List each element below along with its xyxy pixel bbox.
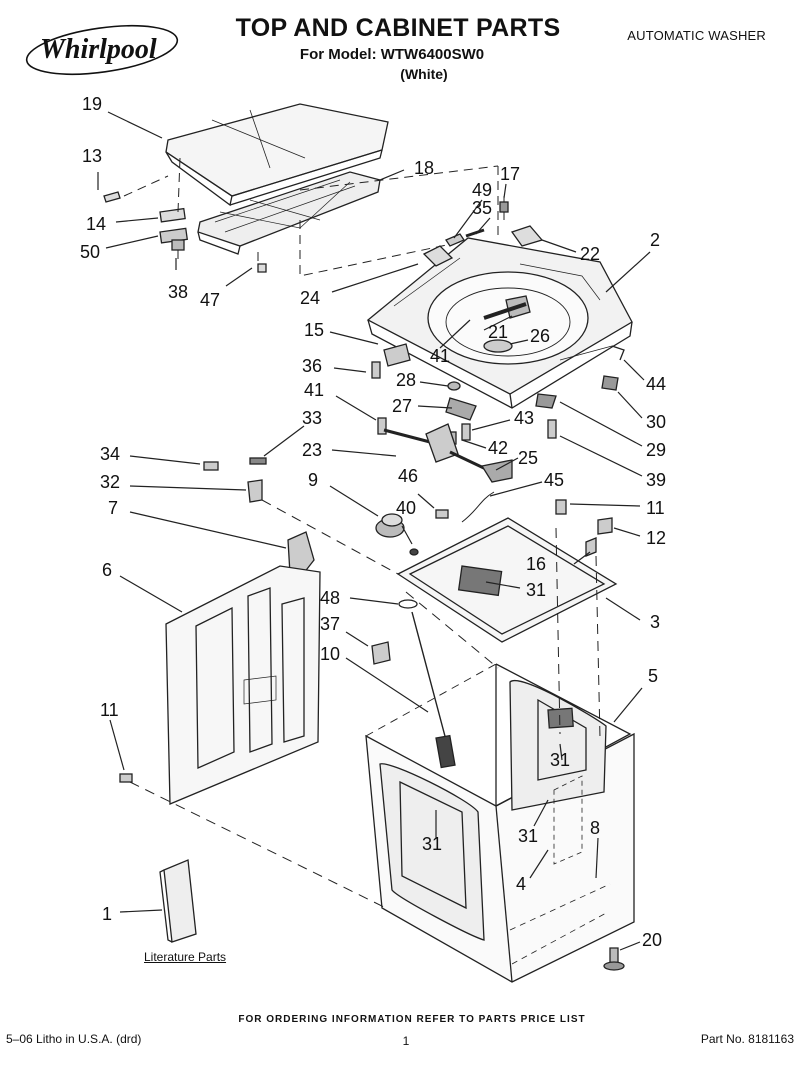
callout-31-front: 31 bbox=[422, 834, 442, 854]
base-frame-part bbox=[396, 517, 618, 643]
callout-17: 17 bbox=[500, 164, 520, 184]
dashed-guides bbox=[129, 499, 601, 909]
lid-frame-part bbox=[197, 171, 381, 255]
appliance-type: AUTOMATIC WASHER bbox=[627, 28, 766, 43]
callout-41-top: 41 bbox=[430, 346, 450, 366]
clip-hardware bbox=[203, 457, 267, 503]
leveling-leg bbox=[603, 947, 625, 971]
callout-37: 37 bbox=[320, 614, 340, 634]
callout-40: 40 bbox=[396, 498, 416, 518]
callout-35: 35 bbox=[472, 198, 492, 218]
callout-16: 16 bbox=[526, 554, 546, 574]
callout-15: 15 bbox=[304, 320, 324, 340]
callout-27: 27 bbox=[392, 396, 412, 416]
cabinet-part bbox=[365, 663, 635, 983]
callout-49: 49 bbox=[472, 180, 492, 200]
callout-19: 19 bbox=[82, 94, 102, 114]
callout-46: 46 bbox=[398, 466, 418, 486]
brand-name: Whirlpool bbox=[40, 34, 157, 65]
literature-part bbox=[159, 859, 197, 943]
ordering-note: FOR ORDERING INFORMATION REFER TO PARTS … bbox=[238, 1014, 586, 1025]
callout-2: 2 bbox=[650, 230, 660, 250]
assembly-lines bbox=[123, 157, 505, 277]
callout-31-base: 31 bbox=[526, 580, 546, 600]
color-variant: (White) bbox=[400, 66, 448, 82]
callout-11-left: 11 bbox=[100, 700, 119, 720]
callout-labels: 19 13 14 50 38 47 18 17 49 35 22 2 24 15… bbox=[80, 94, 666, 950]
callout-3: 3 bbox=[650, 612, 660, 632]
suspension-rod bbox=[371, 599, 456, 769]
callout-29: 29 bbox=[646, 440, 666, 460]
callout-41-mid: 41 bbox=[304, 380, 324, 400]
pivot-dome bbox=[375, 513, 419, 556]
literature-parts-label: Literature Parts bbox=[144, 950, 227, 964]
hinge-hardware bbox=[103, 191, 267, 273]
callout-39: 39 bbox=[646, 470, 666, 490]
part-number: Part No. 8181163 bbox=[700, 1032, 794, 1046]
callout-42: 42 bbox=[488, 438, 508, 458]
callout-33: 33 bbox=[302, 408, 322, 428]
callout-50: 50 bbox=[80, 242, 100, 262]
whirlpool-logo: Whirlpool bbox=[25, 24, 179, 76]
callout-23: 23 bbox=[302, 440, 322, 460]
callout-48: 48 bbox=[320, 588, 340, 608]
callout-12: 12 bbox=[646, 528, 666, 548]
callout-31-cabinet-side: 31 bbox=[518, 826, 538, 846]
callout-7: 7 bbox=[108, 498, 118, 518]
screw-part bbox=[119, 773, 133, 783]
callout-20: 20 bbox=[642, 930, 662, 950]
page-number: 1 bbox=[402, 1034, 410, 1048]
callout-6: 6 bbox=[102, 560, 112, 580]
callout-47: 47 bbox=[200, 290, 220, 310]
callout-28: 28 bbox=[396, 370, 416, 390]
callout-26: 26 bbox=[530, 326, 550, 346]
callout-4: 4 bbox=[516, 874, 526, 894]
callout-30: 30 bbox=[646, 412, 666, 432]
callout-8: 8 bbox=[590, 818, 600, 838]
callout-31-cabinet-top: 31 bbox=[550, 750, 570, 770]
litho-info: 5–06 Litho in U.S.A. (drd) bbox=[6, 1032, 142, 1046]
top-panel-hardware bbox=[422, 201, 544, 353]
model-subtitle: For Model: WTW6400SW0 bbox=[299, 46, 485, 63]
callout-36: 36 bbox=[302, 356, 322, 376]
callout-44: 44 bbox=[646, 374, 666, 394]
callout-32: 32 bbox=[100, 472, 120, 492]
callout-43: 43 bbox=[514, 408, 534, 428]
callout-9: 9 bbox=[308, 470, 318, 490]
callout-21: 21 bbox=[488, 322, 508, 342]
lid-part bbox=[165, 103, 389, 207]
page-title: TOP AND CABINET PARTS bbox=[235, 14, 561, 42]
callout-18: 18 bbox=[414, 158, 434, 178]
callout-22: 22 bbox=[580, 244, 600, 264]
callout-10: 10 bbox=[320, 644, 340, 664]
callout-24: 24 bbox=[300, 288, 320, 308]
callout-45: 45 bbox=[544, 470, 564, 490]
callout-5: 5 bbox=[648, 666, 658, 686]
callout-25: 25 bbox=[518, 448, 538, 468]
callout-13: 13 bbox=[82, 146, 102, 166]
callout-11-right: 11 bbox=[646, 498, 665, 518]
leader-lines bbox=[97, 111, 651, 951]
wiring-hardware bbox=[435, 491, 613, 535]
rear-panel-part bbox=[165, 565, 321, 805]
callout-34: 34 bbox=[100, 444, 120, 464]
callout-1: 1 bbox=[102, 904, 112, 924]
callout-38: 38 bbox=[168, 282, 188, 302]
callout-14: 14 bbox=[86, 214, 106, 234]
